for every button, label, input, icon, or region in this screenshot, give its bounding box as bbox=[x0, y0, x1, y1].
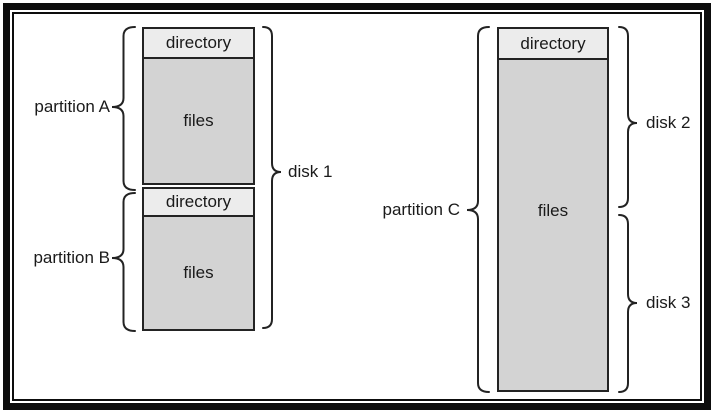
partition-c-files-box: files bbox=[499, 60, 607, 390]
partition-c-directory-label: directory bbox=[520, 33, 586, 53]
partition-c-files-label: files bbox=[537, 201, 569, 220]
partition-b-label: partition B bbox=[33, 248, 110, 267]
partition-a-box: directory files bbox=[142, 27, 255, 185]
disk-2-label: disk 2 bbox=[646, 113, 691, 132]
disk-2-brace bbox=[618, 26, 638, 208]
disk-1-brace bbox=[262, 26, 282, 329]
partition-b-brace bbox=[111, 192, 136, 332]
partition-a-label: partition A bbox=[34, 97, 110, 116]
partition-b-files-label: files bbox=[183, 263, 214, 282]
partition-c-box: directory files bbox=[497, 27, 609, 392]
partition-a-directory-label: directory bbox=[165, 33, 232, 52]
partition-c-brace bbox=[466, 26, 490, 393]
partition-b-directory-box: directory bbox=[144, 189, 253, 217]
partition-b-box: directory files bbox=[142, 187, 255, 331]
partition-a-brace bbox=[111, 26, 136, 191]
partition-c-directory-box: directory bbox=[499, 29, 607, 60]
partition-b-directory-label: directory bbox=[165, 192, 232, 211]
disk-1-label: disk 1 bbox=[288, 162, 333, 181]
partition-c-label: partition C bbox=[382, 200, 460, 219]
partition-a-files-label: files bbox=[183, 111, 214, 130]
partition-a-directory-box: directory bbox=[144, 29, 253, 59]
disk-3-brace bbox=[618, 214, 638, 393]
disk-3-label: disk 3 bbox=[646, 293, 691, 312]
partition-a-files-box: files bbox=[144, 59, 253, 183]
partition-b-files-box: files bbox=[144, 217, 253, 329]
